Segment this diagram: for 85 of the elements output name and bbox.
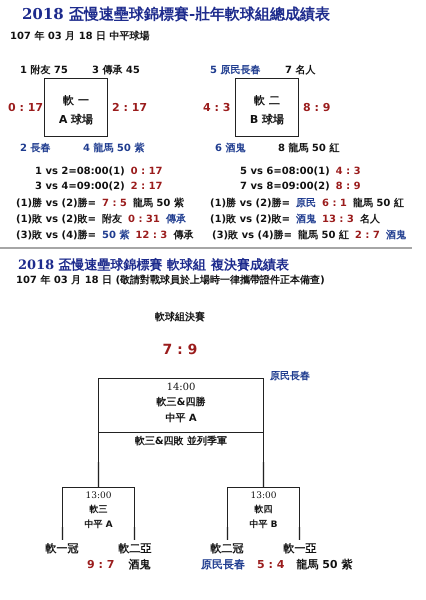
match-text: 軟 一 [63, 93, 89, 108]
label-text: 50 紫 [102, 228, 130, 242]
score-text: 0 : 17 [8, 101, 44, 114]
section-title: 2018 盃慢速壘球錦標賽 軟球組 複決賽成績表 [18, 256, 289, 274]
label-text: 原民長春 [270, 370, 310, 383]
label-text: 龍馬 50 紫 [132, 196, 184, 210]
label-text: 5 vs 6=08:00(1) [240, 166, 330, 177]
match-text: 13:00 [250, 491, 276, 501]
court-box [44, 78, 108, 137]
label-text: 107 年 03 月 18 日 (敬請對戰球員於上場時一律攜帶證件正本備查) [16, 274, 325, 287]
match-text: 軟三&四敗 並列季軍 [134, 434, 228, 448]
match-text: 軟 二 [254, 93, 280, 108]
match-text: B 球場 [250, 112, 284, 127]
score-text: 2 : 17 [130, 181, 163, 192]
match-box [227, 487, 300, 527]
match-text: 中平 A [84, 518, 113, 531]
label-text: 6 酒鬼 [215, 142, 246, 155]
score-text: 6 : 1 [322, 198, 347, 209]
label-text: 8 龍馬 50 紅 [278, 142, 340, 155]
score-text: 8 : 9 [336, 181, 361, 192]
label-text: (1)敗 vs (2)敗= [210, 213, 290, 226]
label-text: 7 名人 [285, 64, 316, 77]
label-text: 2 長春 [20, 142, 50, 155]
label-text: 1 附友 75 [20, 64, 68, 77]
match-text: 中平 B [250, 518, 278, 531]
court-box [235, 78, 299, 137]
score-text: 7 : 9 [162, 342, 198, 358]
bracket-label: 軟二亞 [118, 541, 152, 556]
score-text: 4 : 3 [203, 101, 230, 114]
score-text: 12 : 3 [135, 230, 168, 241]
match-box [62, 487, 135, 527]
label-text: (3)敗 vs (4)勝= [212, 228, 292, 242]
bracket-line [262, 462, 264, 487]
match-text: 中平 A [165, 412, 197, 425]
label-text: 傳承 [166, 212, 186, 226]
label-text: 軟球組決賽 [155, 310, 205, 324]
page-title: 2018 盃慢速壘球錦標賽-壯年軟球組總成績表 [22, 5, 330, 24]
label-text: 龍馬 50 紫 [296, 557, 352, 572]
label-text: (1)勝 vs (2)勝= [16, 196, 96, 210]
score-text: 7 : 5 [102, 198, 127, 209]
label-text: 107 年 03 月 18 日 中平球場 [10, 30, 150, 43]
match-box [98, 378, 264, 433]
label-text: 酒鬼 [386, 228, 406, 242]
label-text: 4 龍馬 50 紫 [83, 142, 144, 155]
match-text: 軟三&四勝 [156, 396, 206, 409]
label-text: 7 vs 8=09:00(2) [240, 181, 330, 192]
label-text: 原民長春 [201, 557, 245, 572]
label-text: (1)敗 vs (2)敗= [16, 213, 96, 226]
score-text: 0 : 31 [128, 214, 160, 225]
bracket-line [226, 527, 228, 540]
label-text: 酒鬼 [296, 212, 316, 226]
bracket-label: 軟一亞 [284, 541, 316, 556]
bracket-line [98, 462, 100, 487]
match-box [98, 432, 264, 462]
bracket-line [298, 527, 300, 540]
bracket-line [62, 527, 64, 540]
match-text: 14:00 [166, 382, 196, 393]
label-text: (3)敗 vs (4)勝= [16, 228, 96, 242]
label-text: 酒鬼 [128, 557, 150, 572]
score-text: 5 : 4 [257, 558, 284, 571]
bracket-label: 軟二冠 [210, 541, 244, 556]
match-text: 軟三 [90, 504, 108, 516]
label-text: 龍馬 50 紅 [298, 228, 349, 242]
label-text: 3 傳承 45 [92, 64, 140, 77]
label-text: 1 vs 2=08:00(1) [35, 166, 125, 177]
match-text: 軟四 [254, 504, 272, 516]
bracket-line [134, 527, 136, 540]
score-text: 4 : 3 [336, 166, 361, 177]
label-text: 5 原民長春 [210, 64, 260, 77]
match-text: A 球場 [58, 112, 94, 127]
score-text: 13 : 3 [322, 214, 354, 225]
match-text: 13:00 [86, 491, 112, 501]
label-text: (1)勝 vs (2)勝= [210, 196, 290, 210]
score-text: 2 : 17 [112, 101, 148, 114]
score-text: 8 : 9 [303, 101, 330, 114]
score-text: 2 : 7 [354, 230, 380, 241]
label-text: 龍馬 50 紅 [352, 196, 404, 210]
bracket-label: 軟一冠 [46, 541, 78, 556]
label-text: 3 vs 4=09:00(2) [35, 181, 125, 192]
score-text: 9 : 7 [87, 558, 114, 571]
label-text: 傳承 [173, 228, 194, 242]
label-text: 名人 [360, 212, 380, 226]
label-text: 原民 [296, 197, 316, 210]
label-text: 附友 [102, 212, 122, 226]
score-text: 0 : 17 [130, 166, 163, 177]
